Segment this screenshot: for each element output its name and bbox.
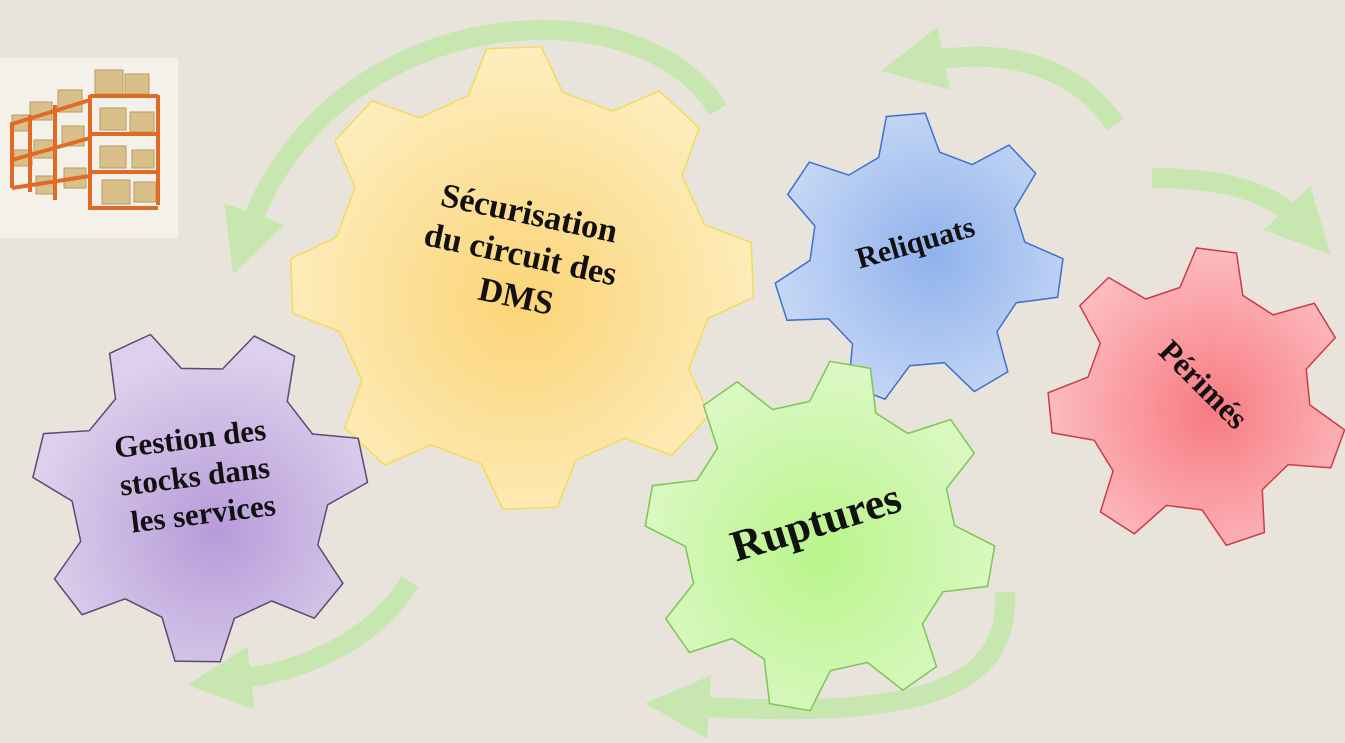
gear-reliquats	[774, 112, 1064, 401]
warehouse-shelves-icon	[0, 58, 178, 238]
arrow-top-left	[224, 19, 727, 275]
gear-securisation	[290, 46, 754, 510]
cycle-arrows	[187, 19, 1331, 740]
arrow-right	[1151, 168, 1331, 255]
gear-ruptures	[644, 360, 996, 712]
arrow-bottom-left	[187, 576, 419, 710]
arrow-bottom-right	[645, 591, 1016, 740]
gear-label-gestion: Gestion des stocks dans les services	[112, 411, 285, 541]
gear-label-securisation: Sécurisation du circuit des DMS	[412, 175, 637, 336]
arrow-top-right	[881, 26, 1124, 131]
gear-gestion	[32, 333, 369, 663]
gear-perimes	[1047, 247, 1345, 547]
